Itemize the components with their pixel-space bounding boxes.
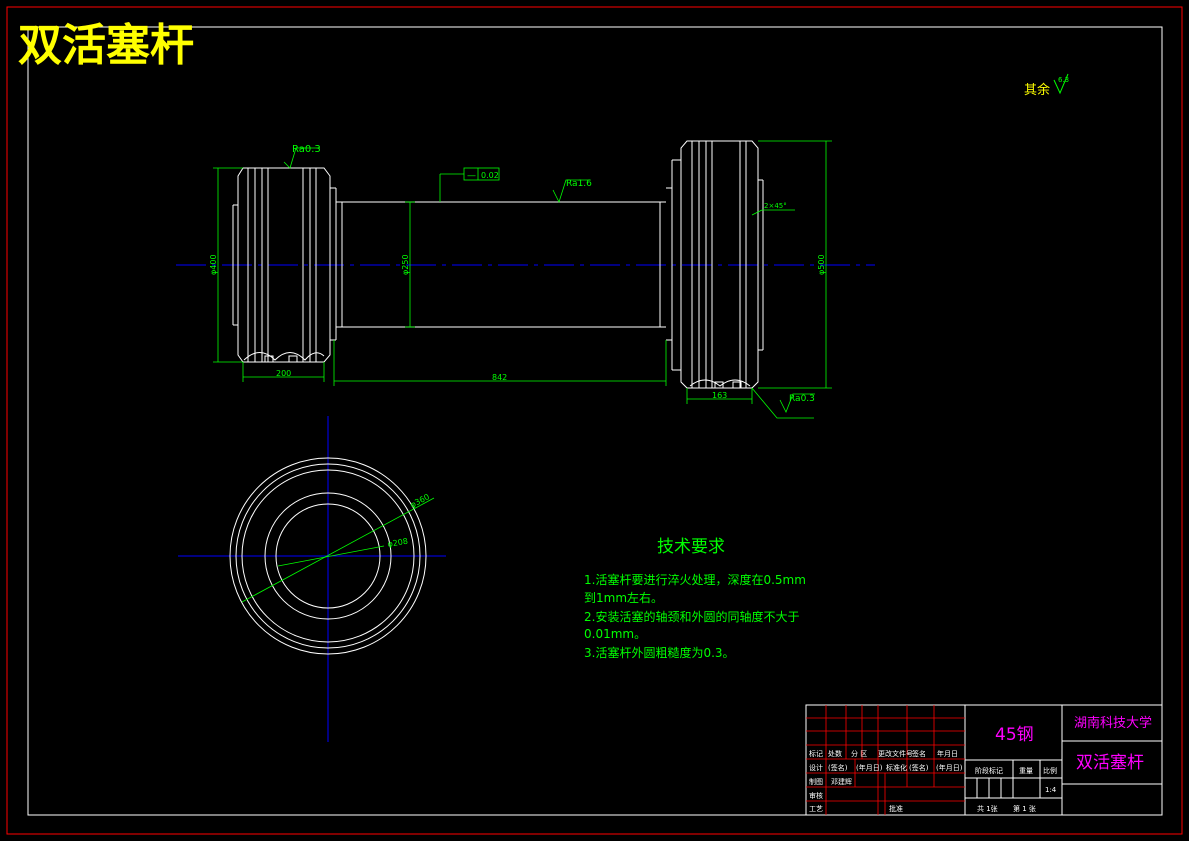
tb-process-label: 工艺 xyxy=(809,805,823,813)
tb-scale-value: 1:4 xyxy=(1045,786,1057,794)
requirement-line: 2.安装活塞的轴颈和外圆的同轴度不大于 xyxy=(584,609,799,624)
tb-hdr-cell: 年月日 xyxy=(937,749,958,758)
tb-draw-cell: 制图 xyxy=(809,777,823,786)
tb-design-cell: 设计 xyxy=(809,763,823,772)
tb-approve-label: 批准 xyxy=(889,804,903,813)
inner-diameter-label: φ208 xyxy=(387,537,409,549)
title-block: 标记 处数 分 区 更改文件号 签名 年月日 设计 (签名) (年月日) 标准化… xyxy=(805,704,1163,816)
requirement-line: 0.01mm。 xyxy=(584,627,646,641)
roughness-right-label: Ra0.3 xyxy=(789,394,815,404)
tolerance-value: 0.02 xyxy=(481,171,499,180)
middle-rod xyxy=(336,201,666,328)
dimensions xyxy=(213,140,832,419)
part-end-view: φ360 φ208 xyxy=(178,416,446,742)
roughness-middle-label: Ra1.6 xyxy=(566,179,592,189)
requirements-heading: 技术要求 xyxy=(657,537,725,557)
outer-diameter-label: φ360 xyxy=(409,492,431,510)
roughness-symbol-icon xyxy=(1053,73,1069,95)
inner-dia-leader xyxy=(277,545,385,567)
inner-border xyxy=(27,26,1163,816)
general-roughness-value: 6.3 xyxy=(1058,76,1069,84)
tb-design-cell: 标准化 xyxy=(886,763,907,772)
tb-draw-cell: 邓建辉 xyxy=(831,777,852,786)
tb-hdr-cell: 签名 xyxy=(912,749,926,758)
tb-part-name: 双活塞杆 xyxy=(1076,753,1144,773)
tb-material: 45钢 xyxy=(995,725,1034,745)
tb-school: 湖南科技大学 xyxy=(1074,715,1152,731)
outer-dia-leader xyxy=(241,497,435,603)
tb-review-label: 审核 xyxy=(809,791,823,800)
roughness-left-label: Ra0.3 xyxy=(292,144,321,155)
tb-design-cell: (签名) xyxy=(909,763,929,772)
right-piston xyxy=(666,140,764,389)
tb-sheet-no: 第 1 张 xyxy=(1013,804,1036,813)
requirement-line: 1.活塞杆要进行淬火处理，深度在0.5mm xyxy=(584,572,806,587)
technical-requirements: 技术要求 1.活塞杆要进行淬火处理，深度在0.5mm 到1mm左右。 2.安装活… xyxy=(584,537,806,660)
tb-hdr-cell: 分 区 xyxy=(851,749,867,758)
tb-stage-label: 阶段标记 xyxy=(975,766,1003,775)
drawing-title: 双活塞杆 xyxy=(18,20,194,71)
tb-design-cell: (签名) xyxy=(828,763,848,772)
dim-right-diameter: φ500 xyxy=(817,254,826,275)
tb-weight-label: 重量 xyxy=(1019,767,1033,775)
dim-left-diameter: φ400 xyxy=(209,254,218,275)
dim-middle-diameter: φ250 xyxy=(401,254,410,275)
general-roughness-label: 其余 xyxy=(1024,82,1050,98)
tb-scale-label: 比例 xyxy=(1043,766,1057,775)
requirement-line: 到1mm左右。 xyxy=(584,590,663,605)
part-front-view: Ra0.3 Ra1.6 Ra0.3 — 0.02 2×45° φ400 φ250… xyxy=(176,140,875,419)
tb-design-cell: (年月日) xyxy=(856,763,883,772)
outer-border xyxy=(6,6,1183,835)
tb-sheet-total: 共 1张 xyxy=(977,804,998,813)
dim-middle-length: 842 xyxy=(492,373,507,382)
tb-hdr-cell: 更改文件号 xyxy=(878,749,913,758)
requirement-line: 3.活塞杆外圆粗糙度为0.3。 xyxy=(584,645,735,660)
chamfer-label: 2×45° xyxy=(764,202,787,210)
general-roughness: 其余 6.3 xyxy=(1024,73,1069,98)
tb-hdr-cell: 处数 xyxy=(828,749,842,758)
dim-right-length: 163 xyxy=(712,391,727,400)
tb-design-cell: (年月日) xyxy=(936,763,963,772)
tb-hdr-cell: 标记 xyxy=(809,749,823,758)
tolerance-symbol: — xyxy=(467,171,476,181)
dim-left-length: 200 xyxy=(276,369,291,378)
